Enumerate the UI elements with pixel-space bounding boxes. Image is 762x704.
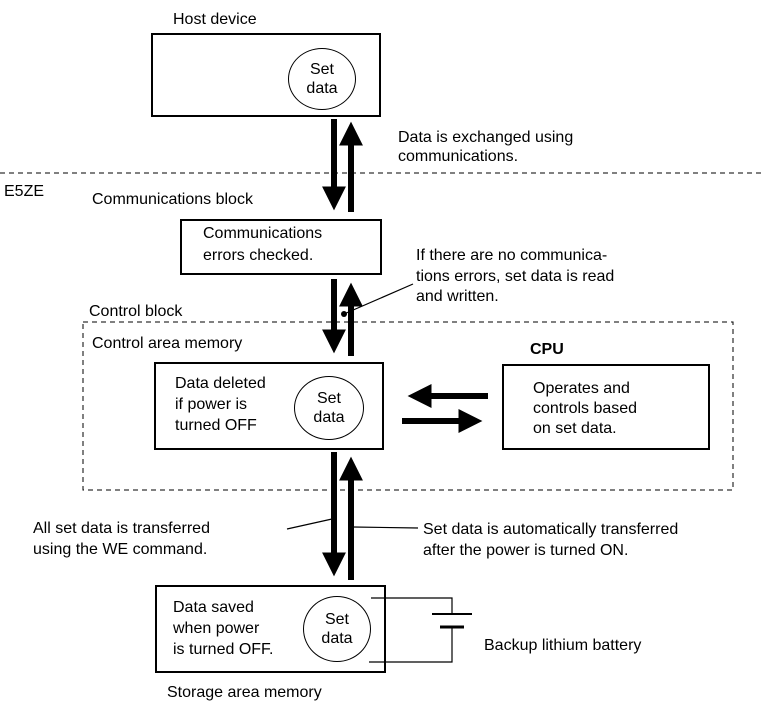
host-set-data-line2: data (306, 80, 338, 97)
auto-note-leader (352, 526, 419, 529)
cpu-box-line3: on set data. (533, 420, 617, 437)
control-block-label: Control block (89, 303, 183, 320)
exchange-note-line1: Data is exchanged using (398, 129, 574, 146)
auto-transfer-note-line2: after the power is turned ON. (423, 542, 629, 559)
no-errors-note-line2: tions errors, set data is read (416, 268, 615, 285)
e5ze-label: E5ZE (4, 183, 45, 200)
no-errors-leader-dot (341, 311, 347, 317)
control-area-memory-label: Control area memory (92, 335, 243, 352)
control-box-line1: Data deleted (175, 375, 266, 392)
host-device-label: Host device (173, 11, 257, 28)
battery-wire-top (371, 597, 453, 614)
storage-box-line2: when power (173, 620, 260, 637)
storage-set-data-line1: Set (324, 611, 349, 628)
we-note-line1: All set data is transferred (33, 520, 210, 537)
auto-transfer-note-line1: Set data is automatically transferred (423, 521, 679, 538)
cpu-box (502, 364, 710, 450)
no-errors-note-line3: and written. (416, 288, 499, 305)
cpu-box-line1: Operates and (533, 380, 630, 397)
no-errors-leader (343, 283, 414, 315)
control-box-line3: turned OFF (175, 417, 257, 434)
control-set-data-circle: Set data (294, 376, 364, 440)
cpu-box-line2: controls based (533, 400, 638, 417)
host-set-data-circle: Set data (288, 48, 356, 110)
communications-block-label: Communications block (92, 191, 253, 208)
cpu-label: CPU (530, 341, 564, 358)
communications-box (180, 219, 382, 275)
communications-box-line1: Communications (203, 225, 323, 242)
we-note-leader (286, 518, 333, 530)
no-errors-note-line1: If there are no communica- (416, 247, 608, 264)
storage-set-data-line2: data (321, 630, 353, 647)
storage-box-line1: Data saved (173, 599, 254, 616)
storage-box-line3: is turned OFF. (173, 641, 274, 658)
battery-wire-bottom (369, 641, 453, 663)
backup-battery-label: Backup lithium battery (484, 637, 642, 654)
communications-box-line2: errors checked. (203, 247, 314, 264)
control-set-data-line1: Set (316, 390, 341, 407)
control-set-data-line2: data (313, 409, 345, 426)
exchange-note-line2: communications. (398, 148, 519, 165)
control-block-boundary (82, 321, 734, 491)
storage-area-memory-label: Storage area memory (167, 684, 322, 701)
control-box-line2: if power is (175, 396, 248, 413)
storage-set-data-circle: Set data (303, 596, 371, 662)
we-note-line2: using the WE command. (33, 541, 208, 558)
host-set-data-line1: Set (309, 61, 334, 78)
